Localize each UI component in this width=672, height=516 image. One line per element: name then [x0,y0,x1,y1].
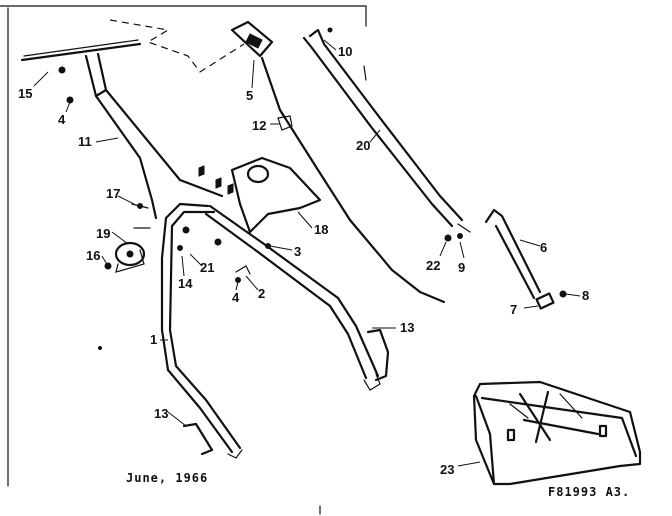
wheel-assembly [114,241,146,273]
handle-grip [20,39,142,62]
bracket-upper [366,328,390,382]
label-part-14: 14 [178,276,193,291]
label-part-18: 18 [314,222,328,237]
control-cable [260,56,446,304]
label-part-16: 16 [86,248,100,263]
label-part-6: 6 [540,240,547,255]
drive-rod [302,28,471,233]
label-part-4a: 4 [58,112,66,127]
label-part-23: 23 [440,462,454,477]
label-part-19: 19 [96,226,110,241]
frame-border [0,5,367,515]
label-part-21: 21 [200,260,214,275]
label-part-22: 22 [426,258,440,273]
bracket-lower [182,422,214,456]
label-part-11: 11 [78,134,92,149]
label-part-8: 8 [582,288,589,303]
label-part-4b: 4 [232,290,240,305]
label-part-3: 3 [294,244,301,259]
bent-rod [484,208,542,300]
lower-handle [160,202,381,459]
grass-catcher [472,380,642,486]
caption-date: June, 1966 [126,471,208,485]
connector [535,290,567,310]
upper-handle [84,52,224,220]
assembly-dashed-line [109,19,245,73]
label-part-15: 15 [18,86,32,101]
label-part-5: 5 [246,88,253,103]
label-part-12: 12 [252,118,266,133]
label-part-20: 20 [356,138,370,153]
leader-lines [33,39,581,467]
label-part-2: 2 [258,286,265,301]
label-part-17: 17 [106,186,120,201]
label-part-13a: 13 [400,320,414,335]
label-part-13b: 13 [154,406,168,421]
label-part-9: 9 [458,260,465,275]
label-part-1: 1 [150,332,157,347]
handle-bracket [230,156,322,234]
label-part-7: 7 [510,302,517,317]
label-part-10: 10 [338,44,352,59]
caption-reference: F81993 A3. [548,485,630,499]
cable-control [230,20,274,58]
